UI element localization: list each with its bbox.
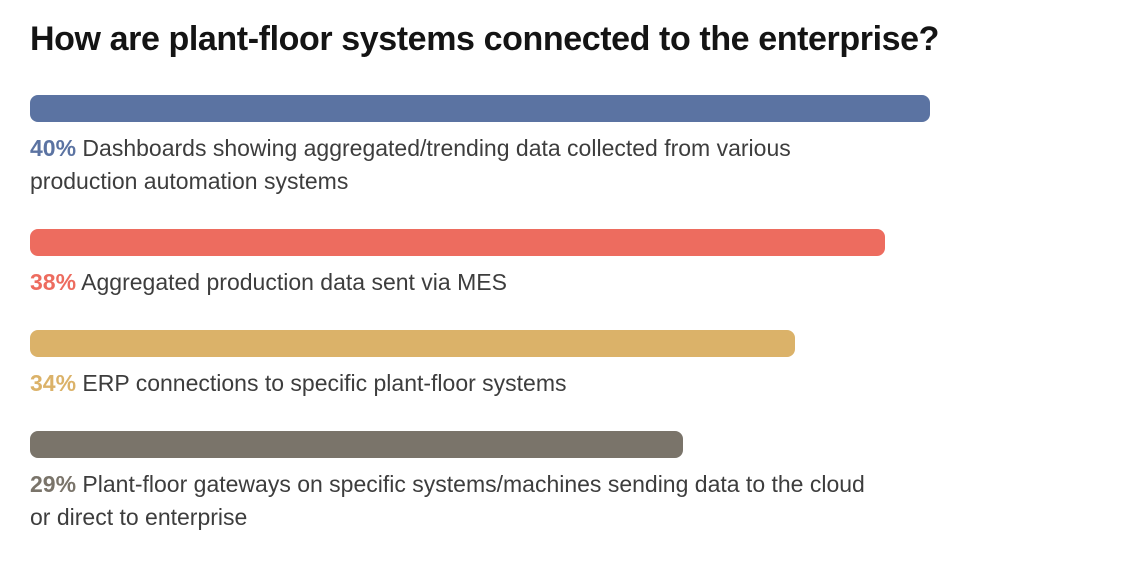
bar-value: 40%: [30, 135, 77, 161]
chart-row: 34% ERP connections to specific plant-fl…: [30, 330, 1116, 400]
chart-page: How are plant-floor systems connected to…: [30, 20, 1116, 534]
bar: [30, 95, 930, 122]
bar-label: 38% Aggregated production data sent via …: [30, 266, 880, 299]
bar-category: ERP connections to specific plant-floor …: [76, 370, 567, 396]
bar-category: Plant-floor gateways on specific systems…: [30, 471, 865, 530]
bar-label: 29% Plant-floor gateways on specific sys…: [30, 468, 880, 534]
bar: [30, 330, 795, 357]
chart-row: 29% Plant-floor gateways on specific sys…: [30, 431, 1116, 534]
chart-row: 40% Dashboards showing aggregated/trendi…: [30, 95, 1116, 198]
chart-row: 38% Aggregated production data sent via …: [30, 229, 1116, 299]
bar-category: Dashboards showing aggregated/trending d…: [30, 135, 791, 194]
bar-label: 40% Dashboards showing aggregated/trendi…: [30, 132, 880, 198]
bar: [30, 229, 885, 256]
bar-value: 29%: [30, 471, 77, 497]
bar-value: 38%: [30, 269, 77, 295]
bar-chart: 40% Dashboards showing aggregated/trendi…: [30, 95, 1116, 534]
bar: [30, 431, 683, 458]
bar-category: Aggregated production data sent via MES: [76, 269, 507, 295]
bar-value: 34%: [30, 370, 77, 396]
chart-title: How are plant-floor systems connected to…: [30, 20, 940, 58]
bar-label: 34% ERP connections to specific plant-fl…: [30, 367, 880, 400]
